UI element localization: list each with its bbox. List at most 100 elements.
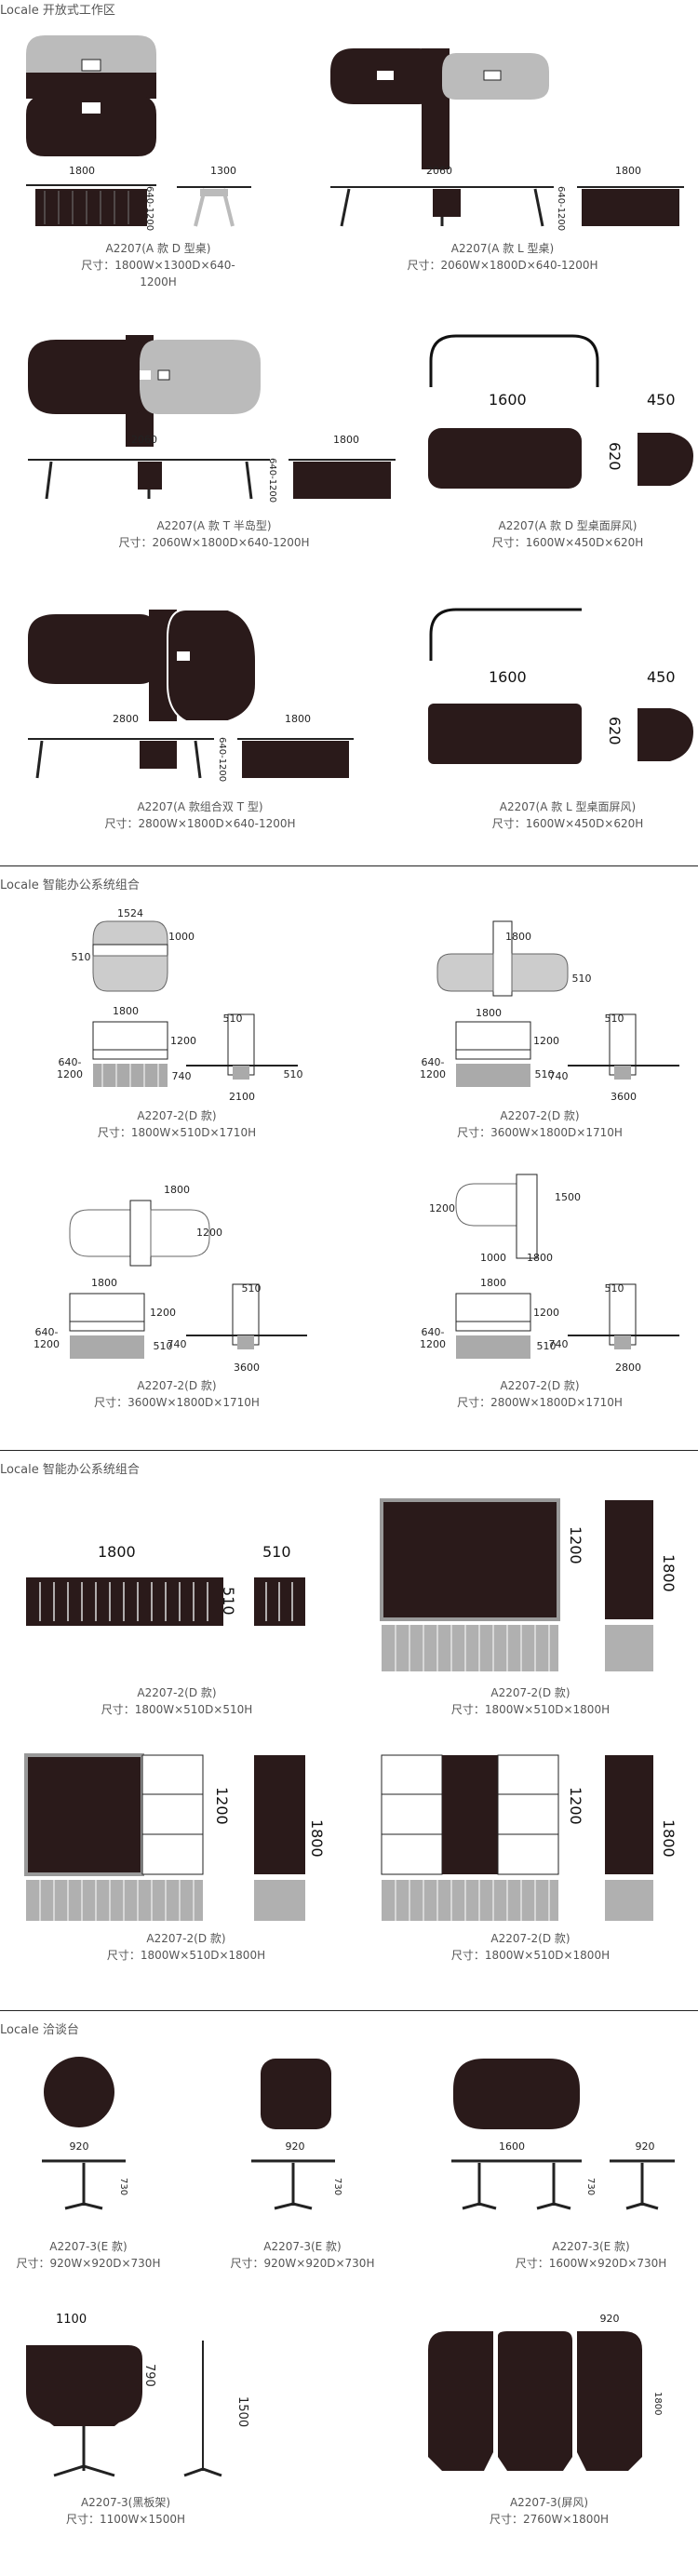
- dim-height: 1200: [213, 1787, 231, 1825]
- d-screen-front: [428, 428, 693, 489]
- dim: 3600: [611, 1091, 637, 1103]
- system-side-elevation: [186, 1283, 307, 1349]
- dim-height: 790: [142, 2364, 156, 2387]
- model-label: A2207-2(D 款): [500, 1109, 580, 1122]
- dim: 740: [548, 1070, 569, 1082]
- double-cabinet-front: [381, 1754, 653, 1921]
- dim: 3600: [234, 1362, 260, 1374]
- size-label: 尺寸：920W×920D×730H: [16, 2257, 161, 2270]
- square-table-elevation: [251, 2159, 335, 2210]
- dim-depth: 1800: [615, 165, 641, 177]
- size-label: 尺寸：1600W×920D×730H: [515, 2257, 667, 2270]
- l-screen-front: [428, 704, 693, 764]
- model-label: A2207-3(E 款): [552, 2240, 630, 2253]
- system-front-elevation: [69, 1293, 145, 1359]
- dim-height: 640-1200: [267, 458, 277, 503]
- dim-height: 1800: [652, 2392, 663, 2416]
- dim: 1200: [429, 1202, 455, 1214]
- size-label: 尺寸：1600W×450D×620H: [491, 817, 644, 830]
- dim-width: 920: [285, 2140, 305, 2153]
- dim: 1200: [196, 1227, 222, 1239]
- model-label: A2207-2(D 款): [137, 1379, 217, 1392]
- model-label: A2207(A 款 D 型桌): [105, 242, 211, 255]
- model-label: A2207(A 款组合双 T 型): [137, 800, 263, 813]
- double-t-front-elevation: [28, 738, 214, 779]
- dim-height: 1200: [567, 1787, 584, 1825]
- dim: 510: [604, 1282, 624, 1295]
- model-label: A2207(A 款 T 半岛型): [156, 519, 272, 532]
- dim: 640-1200: [34, 1326, 60, 1350]
- d-desk-side-elevation: [177, 186, 251, 227]
- t-peninsula-front-elevation: [28, 459, 270, 500]
- dim: 640-1200: [420, 1326, 446, 1350]
- dim: 2800: [615, 1362, 641, 1374]
- dim-width: 1800: [98, 1543, 136, 1561]
- size-label: 尺寸：1800W×510D×510H: [101, 1703, 253, 1716]
- caption: A2207-2(D 款) 尺寸：3600W×1800D×1710H: [437, 1107, 642, 1141]
- section-title: Locale 开放式工作区: [0, 4, 115, 18]
- model-label: A2207-3(屏风): [509, 2496, 589, 2509]
- model-label: A2207(A 款 D 型桌面屏风): [498, 519, 638, 532]
- dim: 1500: [555, 1191, 581, 1203]
- size-label: 尺寸：3600W×1800D×1710H: [94, 1396, 260, 1409]
- model-label: A2207(A 款 L 型桌面屏风): [499, 800, 637, 813]
- section-divider: [0, 865, 698, 866]
- double-t-plan: [28, 609, 257, 722]
- dim-height: 1800: [660, 1819, 678, 1858]
- model-label: A2207-3(E 款): [49, 2240, 128, 2253]
- board-stand-front: [26, 2341, 222, 2477]
- dim: 1800: [505, 931, 531, 943]
- dim-height: 510: [220, 1587, 237, 1616]
- dim: 510: [153, 1340, 173, 1352]
- l-desk-plan: [330, 48, 549, 169]
- dim: 1800: [113, 1005, 139, 1017]
- section-title: Locale 智能办公系统组合: [0, 879, 140, 892]
- caption: A2207-2(D 款) 尺寸：3600W×1800D×1710H: [74, 1377, 279, 1411]
- l-desk-front-elevation: [330, 186, 554, 227]
- caption: A2207-2(D 款) 尺寸：1800W×510D×1800H: [84, 1930, 289, 1964]
- dim-height: 1500: [235, 2396, 249, 2428]
- dim-width: 2800: [113, 713, 139, 725]
- section-title: Locale 洽谈台: [0, 2023, 79, 2037]
- system-side-elevation: [568, 1283, 679, 1349]
- model-label: A2207-2(D 款): [490, 1686, 570, 1699]
- dim: 740: [171, 1070, 192, 1082]
- caption: A2207(A 款 L 型桌) 尺寸：2060W×1800D×640-1200H: [400, 240, 605, 274]
- dim: 1200: [170, 1035, 196, 1047]
- dim-width: 920: [69, 2140, 89, 2153]
- dim: 1524: [117, 907, 143, 919]
- caption: A2207(A 款 D 型桌) 尺寸：1800W×1300D×640-1200H: [65, 240, 251, 290]
- t-peninsula-plan: [28, 335, 261, 447]
- dim: 740: [167, 1338, 187, 1350]
- caption: A2207(A 款组合双 T 型) 尺寸：2800W×1800D×640-120…: [98, 798, 302, 832]
- dim-height: 620: [606, 442, 624, 471]
- round-table-plan: [44, 2057, 114, 2127]
- t-peninsula-side-elevation: [289, 459, 396, 499]
- dim: 1000: [480, 1252, 506, 1264]
- dim: 1200: [533, 1307, 559, 1319]
- system-side-elevation: [186, 1013, 298, 1080]
- double-t-side-elevation: [237, 738, 354, 778]
- caption: A2207-2(D 款) 尺寸：1800W×510D×1710H: [74, 1107, 279, 1141]
- dim: 740: [548, 1338, 569, 1350]
- size-label: 尺寸：2760W×1800H: [489, 2513, 610, 2526]
- dim-depth: 450: [647, 668, 676, 686]
- caption: A2207(A 款 L 型桌面屏风) 尺寸：1600W×450D×620H: [461, 798, 675, 832]
- caption: A2207-2(D 款) 尺寸：1800W×510D×510H: [84, 1684, 270, 1718]
- model-label: A2207-2(D 款): [490, 1932, 570, 1945]
- dim-depth: 1800: [333, 434, 359, 446]
- system-front-elevation: [92, 1021, 168, 1087]
- dim-height: 640-1200: [556, 186, 566, 232]
- dim-height: 620: [606, 717, 624, 745]
- round-table-elevation: [42, 2159, 126, 2210]
- caption: A2207-2(D 款) 尺寸：2800W×1800D×1710H: [437, 1377, 642, 1411]
- dim-height: 640-1200: [217, 737, 227, 783]
- size-label: 尺寸：1800W×510D×1800H: [450, 1703, 611, 1716]
- l-screen-outline: [429, 608, 582, 661]
- system-plan: [455, 1174, 538, 1259]
- dim-height: 640-1200: [144, 186, 154, 232]
- dim-height: 730: [332, 2178, 342, 2196]
- board-screen-front: [380, 1498, 653, 1671]
- dim: 510: [222, 1013, 243, 1025]
- dim-height: 730: [118, 2178, 128, 2196]
